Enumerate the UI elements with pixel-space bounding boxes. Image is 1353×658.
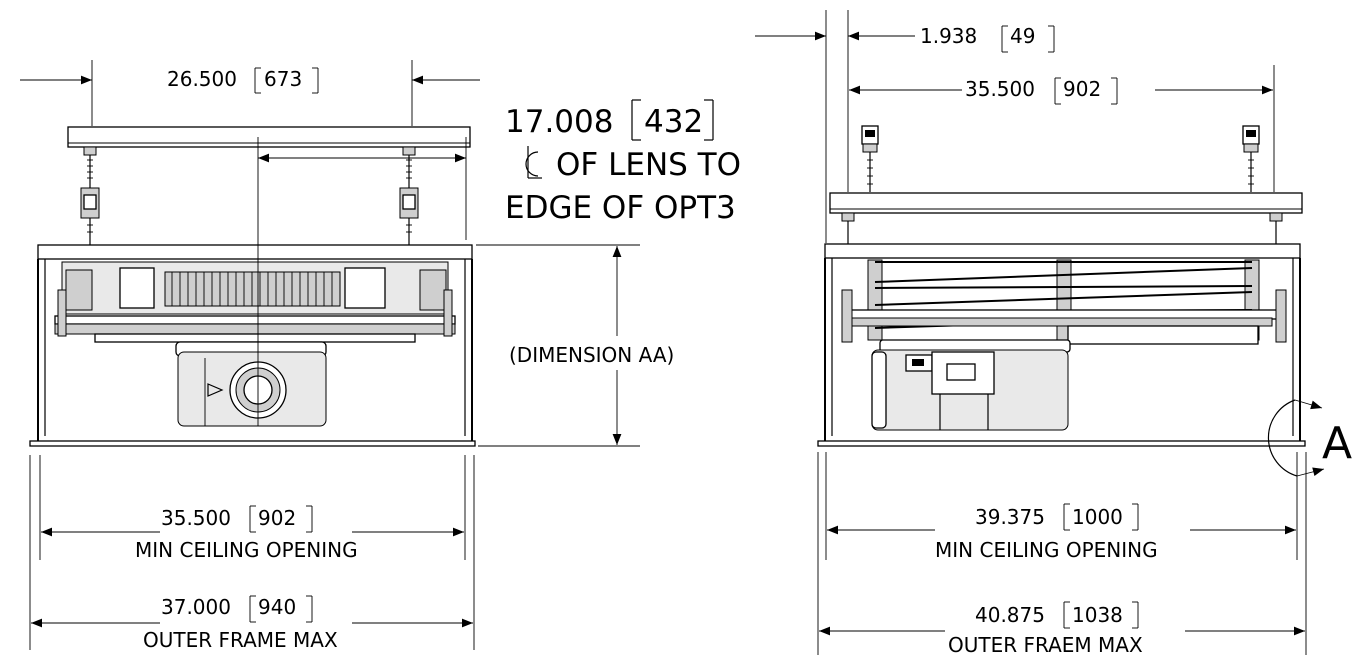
front-outer-frame-mm: 940 — [258, 595, 296, 619]
side-outer-frame-mm: 1038 — [1072, 603, 1123, 627]
front-lens-note-line1: OF LENS TO — [556, 147, 741, 183]
front-min-opening-label: MIN CEILING OPENING — [135, 538, 358, 562]
front-outer-frame-label: OUTER FRAME MAX — [143, 628, 338, 652]
front-lift-mechanism — [54, 261, 456, 343]
front-top-width-mm: 673 — [264, 67, 302, 91]
side-frame-top — [824, 243, 1301, 259]
side-left-bracket — [861, 125, 879, 192]
front-outer-frame-value: 37.000 — [161, 595, 231, 619]
side-projector — [871, 339, 1071, 431]
side-min-opening-mm: 1000 — [1072, 505, 1123, 529]
side-outer-frame-label: OUTER FRAEM MAX — [948, 633, 1143, 657]
front-lens-offset-value: 17.008 — [505, 104, 613, 140]
front-lens-offset-mm: 432 — [644, 104, 703, 140]
side-ceiling-trim — [817, 440, 1306, 447]
front-lens-note-line2: EDGE OF OPT3 — [505, 190, 736, 226]
section-marker-label: A — [1322, 418, 1352, 469]
front-ceiling-trim — [29, 440, 476, 447]
side-view: A 1.938 49 35.500 902 39.375 1000 MIN CE… — [755, 10, 1352, 657]
front-height-note: (DIMENSION AA) — [509, 343, 674, 367]
side-min-opening-value: 39.375 — [975, 505, 1045, 529]
side-outer-frame-value: 40.875 — [975, 603, 1045, 627]
section-marker: A — [1267, 399, 1352, 477]
front-min-opening-value: 35.500 — [161, 506, 231, 530]
side-offset-value: 1.938 — [920, 24, 977, 48]
front-frame-top — [37, 244, 473, 260]
side-scissor-lift — [841, 259, 1287, 345]
front-view: 26.500 673 17.008 432 OF LENS TO EDGE OF… — [20, 60, 741, 652]
side-top-width-mm: 902 — [1063, 77, 1101, 101]
side-offset-mm: 49 — [1010, 24, 1035, 48]
side-mounting-plate — [829, 192, 1303, 214]
front-projector — [175, 341, 327, 427]
front-right-rod-assembly — [399, 146, 419, 245]
front-mounting-plate — [67, 126, 471, 148]
side-right-bracket — [1242, 125, 1260, 192]
side-min-opening-label: MIN CEILING OPENING — [935, 538, 1158, 562]
side-top-width-value: 35.500 — [965, 77, 1035, 101]
front-min-opening-mm: 902 — [258, 506, 296, 530]
front-top-width-value: 26.500 — [167, 67, 237, 91]
centerline-symbol — [525, 146, 542, 179]
front-left-rod-assembly — [80, 146, 100, 245]
